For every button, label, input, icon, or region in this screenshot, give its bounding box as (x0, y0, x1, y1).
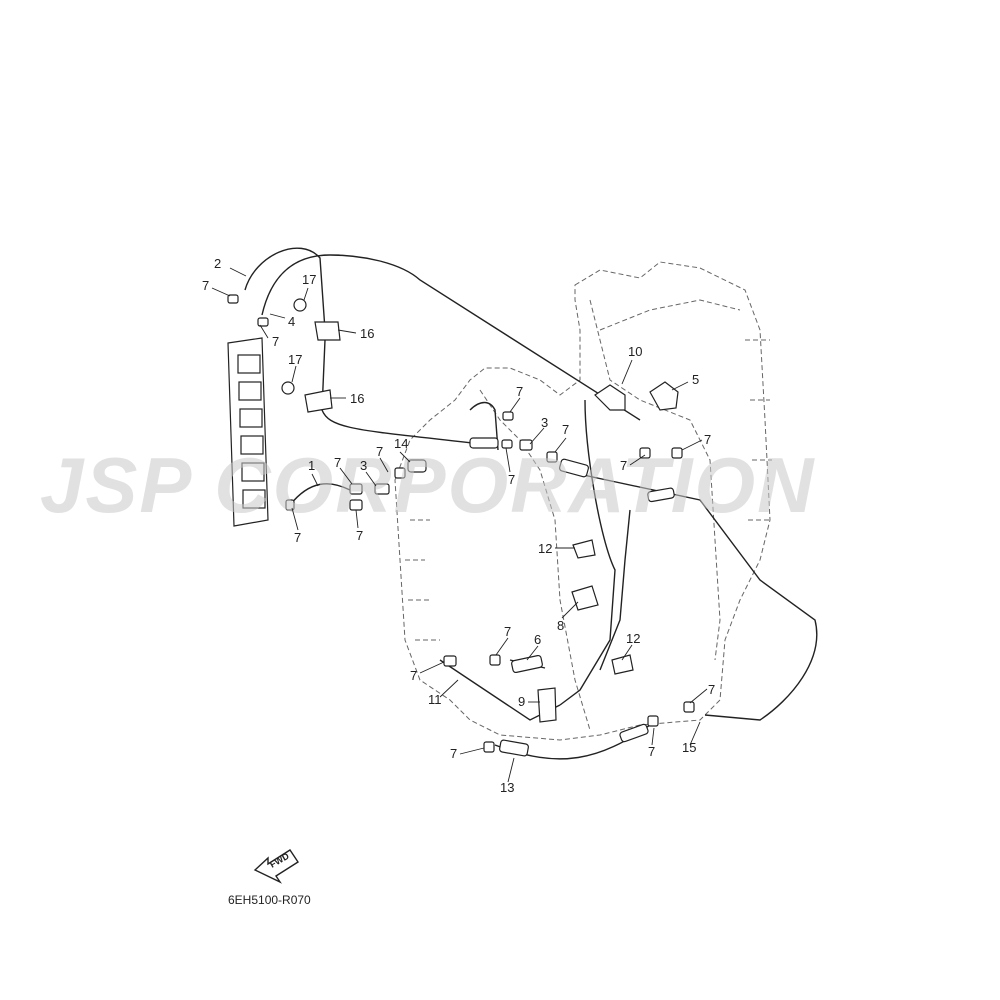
gasket-plate (227, 337, 269, 527)
callout-c5: 17 (302, 272, 316, 287)
callout-c36: 13 (500, 780, 514, 795)
callout-c27: 6 (534, 632, 541, 647)
callout-c34: 7 (450, 746, 457, 761)
callout-c31: 9 (518, 694, 525, 709)
callout-c24: 12 (538, 541, 552, 556)
callout-c3: 4 (288, 314, 295, 329)
callout-c17: 14 (394, 436, 408, 451)
callout-c8: 16 (350, 391, 364, 406)
callout-c18: 7 (334, 455, 341, 470)
callout-c9: 10 (628, 344, 642, 359)
hoses (244, 247, 818, 760)
callout-c1: 2 (214, 256, 221, 271)
callout-c22: 7 (294, 530, 301, 545)
callout-c21: 3 (360, 458, 367, 473)
fwd-arrow-icon: FWD (253, 849, 299, 884)
callout-c30: 11 (428, 692, 442, 707)
diagram-code: 6EH5100-R070 (228, 893, 311, 907)
callout-c6: 16 (360, 326, 374, 341)
callout-c2: 7 (202, 278, 209, 293)
callout-c33: 15 (682, 740, 696, 755)
fittings (227, 294, 695, 757)
callout-labels: 2 7 4 7 17 16 17 16 10 5 7 3 7 7 7 7 14 … (202, 256, 715, 795)
watermark-text: JSP CORPORATION (40, 441, 815, 529)
callout-c7: 17 (288, 352, 302, 367)
callout-c13: 7 (562, 422, 569, 437)
callout-c10: 5 (692, 372, 699, 387)
callout-c11: 7 (516, 384, 523, 399)
leader-lines (211, 267, 708, 783)
callout-c19: 1 (308, 458, 315, 473)
callout-c32: 7 (708, 682, 715, 697)
callout-c28: 12 (626, 631, 640, 646)
callout-c25: 8 (557, 618, 564, 633)
callout-c20: 7 (508, 472, 515, 487)
callout-c12: 3 (541, 415, 548, 430)
callout-c35: 7 (648, 744, 655, 759)
callout-c16: 7 (376, 444, 383, 459)
callout-c26: 7 (504, 624, 511, 639)
callout-c14: 7 (704, 432, 711, 447)
callout-c23: 7 (356, 528, 363, 543)
callout-c4: 7 (272, 334, 279, 349)
engine-block-outline (394, 261, 772, 741)
callout-c29: 7 (410, 668, 417, 683)
callout-c15: 7 (620, 458, 627, 473)
